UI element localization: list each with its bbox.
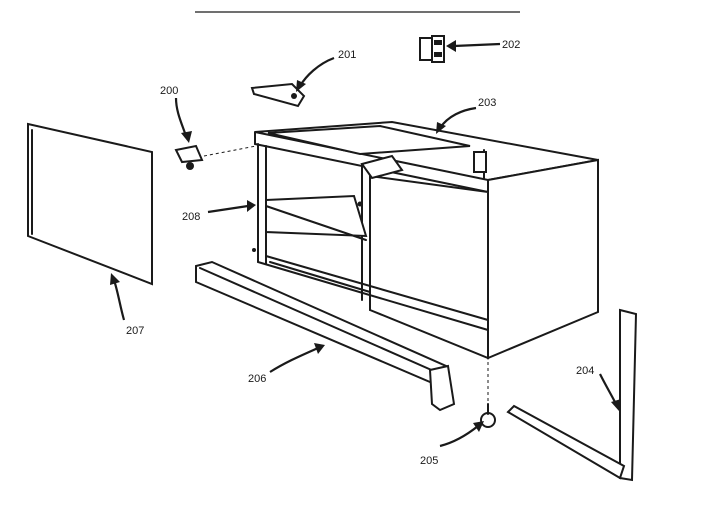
cabinet-body [252, 120, 599, 360]
part-200-hinge [174, 144, 257, 170]
part-206-kick-rail [195, 260, 456, 412]
part-202-latch [419, 35, 445, 63]
part-201-bracket [250, 82, 306, 108]
callout-206: 206 [248, 373, 266, 385]
part-207-side-panel [27, 122, 153, 286]
callout-201: 201 [338, 49, 356, 61]
part-204-corner-trim [506, 308, 638, 482]
callout-207: 207 [126, 325, 144, 337]
callout-204: 204 [576, 365, 594, 377]
callout-203: 203 [478, 97, 496, 109]
callout-208: 208 [182, 211, 200, 223]
part-205-screw [480, 362, 496, 428]
callout-205: 205 [420, 455, 438, 467]
leader-arrows [110, 40, 621, 448]
callout-200: 200 [160, 85, 178, 97]
callout-202: 202 [502, 39, 520, 51]
